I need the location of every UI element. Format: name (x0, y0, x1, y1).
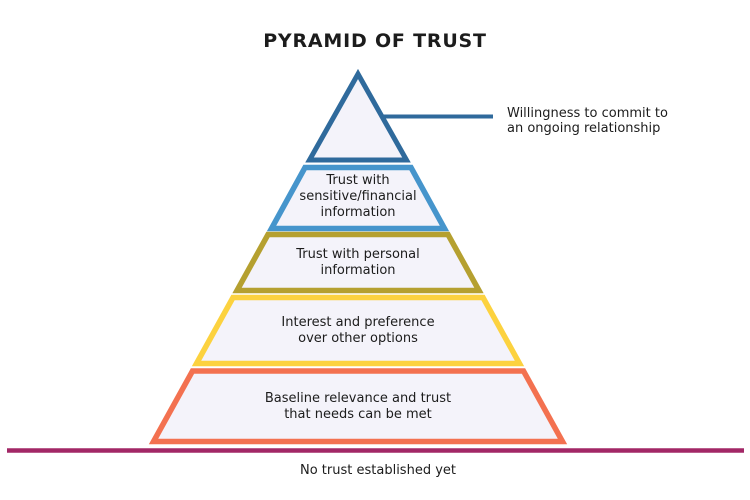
diagram-title: PYRAMID OF TRUST (263, 30, 487, 52)
level-1-annotation: Willingness to commit to an ongoing rela… (507, 106, 668, 136)
level-5-shape (148, 368, 568, 445)
level-5-label: Baseline relevance and trust that needs … (264, 391, 452, 422)
level-2-label: Trust with sensitive/financial informati… (299, 173, 417, 220)
level-2-shape (266, 164, 450, 232)
level-1-shape (305, 68, 411, 163)
level-3-shape (232, 231, 484, 294)
level-3-label: Trust with personal information (296, 247, 420, 278)
baseline-label: No trust established yet (300, 463, 456, 478)
level-4-shape (191, 294, 525, 367)
level-4-label: Interest and preference over other optio… (281, 315, 435, 346)
